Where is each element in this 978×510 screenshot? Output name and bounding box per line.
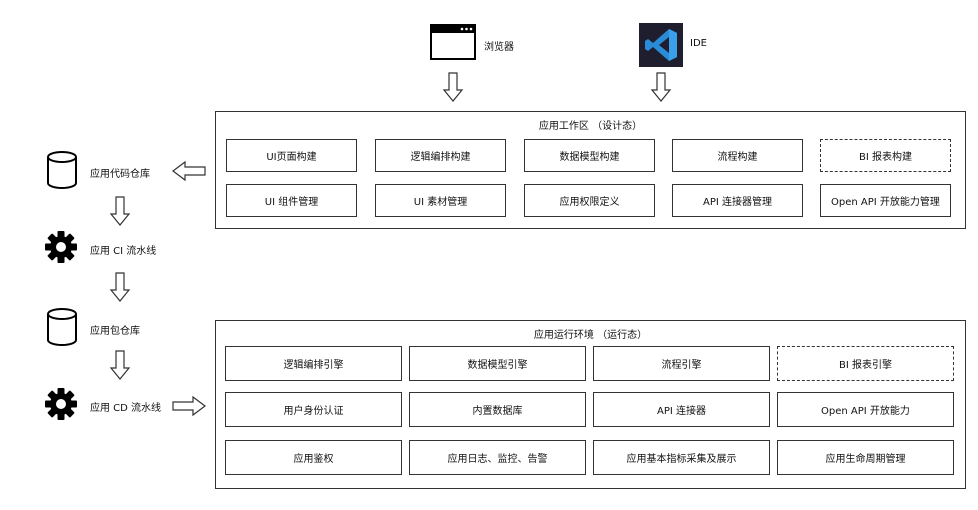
runtime-module-1-2: API 连接器	[593, 392, 770, 427]
pipeline-label-package-repo: 应用包仓库	[90, 326, 140, 337]
down-arrow-icon	[109, 350, 131, 380]
database-icon	[47, 151, 77, 189]
runtime-module-1-0: 用户身份认证	[225, 392, 402, 427]
gear-icon	[45, 231, 77, 263]
down-arrow-icon	[650, 72, 672, 102]
down-arrow-icon	[442, 72, 464, 102]
down-arrow-icon	[109, 272, 131, 302]
runtime-module-0-1: 数据模型引擎	[409, 346, 586, 381]
database-icon	[47, 308, 77, 346]
workspace-module-0-3: 流程构建	[672, 139, 803, 172]
runtime-module-2-1: 应用日志、监控、告警	[409, 440, 586, 475]
runtime-module-0-3: BI 报表引擎	[777, 346, 954, 381]
browser-label: 浏览器	[484, 42, 514, 53]
runtime-module-1-1: 内置数据库	[409, 392, 586, 427]
runtime-module-0-0: 逻辑编排引擎	[225, 346, 402, 381]
workspace-module-1-1: UI 素材管理	[375, 184, 506, 217]
right-arrow-icon	[172, 395, 206, 417]
workspace-module-1-4: Open API 开放能力管理	[820, 184, 951, 217]
runtime-module-1-3: Open API 开放能力	[777, 392, 954, 427]
down-arrow-icon	[109, 196, 131, 226]
left-arrow-icon	[172, 160, 206, 182]
ide-label: IDE	[690, 38, 707, 49]
browser-window-icon	[430, 24, 476, 60]
vscode-icon	[639, 23, 683, 67]
workspace-module-1-2: 应用权限定义	[524, 184, 655, 217]
runtime-module-2-3: 应用生命周期管理	[777, 440, 954, 475]
workspace-module-0-0: UI页面构建	[226, 139, 357, 172]
runtime-module-2-0: 应用鉴权	[225, 440, 402, 475]
workspace-module-0-1: 逻辑编排构建	[375, 139, 506, 172]
workspace-module-0-2: 数据模型构建	[524, 139, 655, 172]
gear-icon	[45, 388, 77, 420]
workspace-module-1-3: API 连接器管理	[672, 184, 803, 217]
pipeline-label-cd: 应用 CD 流水线	[90, 403, 162, 414]
runtime-title: 应用运行环境 （运行态）	[533, 330, 648, 341]
workspace-title: 应用工作区 （设计态）	[538, 121, 643, 132]
runtime-module-2-2: 应用基本指标采集及展示	[593, 440, 770, 475]
pipeline-label-code-repo: 应用代码仓库	[90, 169, 150, 180]
workspace-module-0-4: BI 报表构建	[820, 139, 951, 172]
runtime-module-0-2: 流程引擎	[593, 346, 770, 381]
workspace-module-1-0: UI 组件管理	[226, 184, 357, 217]
pipeline-label-ci: 应用 CI 流水线	[90, 246, 157, 257]
